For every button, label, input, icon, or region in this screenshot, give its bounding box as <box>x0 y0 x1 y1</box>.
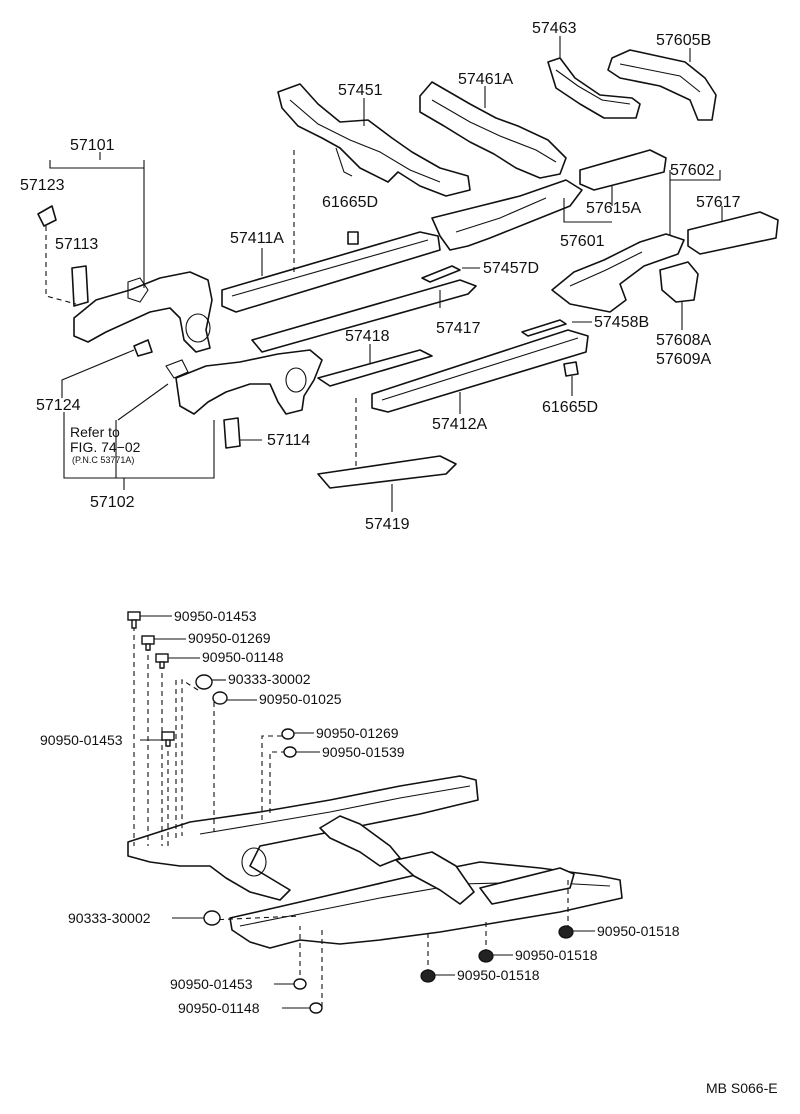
bolt-icon <box>283 746 297 758</box>
label-fastener-12: 90950-01518 <box>457 967 540 983</box>
label-57418: 57418 <box>345 328 390 345</box>
assembled-frame-drawing <box>127 775 623 949</box>
part-57412A-rail <box>371 329 589 413</box>
label-57609A: 57609A <box>656 351 711 368</box>
label-57412A: 57412A <box>432 416 487 433</box>
bolt-icon <box>161 731 175 747</box>
label-57124: 57124 <box>36 397 81 414</box>
grommet-icon <box>203 910 221 926</box>
part-57605B-bracket <box>607 49 717 121</box>
label-fastener-11: 90950-01518 <box>515 947 598 963</box>
grommet-icon <box>195 674 213 690</box>
label-57451: 57451 <box>338 82 383 99</box>
part-57417-reinforcement <box>251 279 477 353</box>
part-57114-plate <box>223 417 241 449</box>
part-57601-rear-member <box>431 179 583 251</box>
label-fastener-1: 90950-01453 <box>174 608 257 624</box>
label-57608A: 57608A <box>656 332 711 349</box>
bolt-icon <box>309 1002 323 1014</box>
label-57102: 57102 <box>90 494 135 511</box>
part-57411A-rail <box>221 231 441 313</box>
label-57101: 57101 <box>70 137 115 154</box>
label-57615A: 57615A <box>586 200 641 217</box>
part-57617-rail <box>687 211 779 255</box>
part-57113-plate <box>71 265 89 307</box>
label-fastener-4: 90333-30002 <box>228 671 311 687</box>
label-57113: 57113 <box>55 236 98 253</box>
part-57101-side-member <box>73 271 213 353</box>
nut-icon <box>420 969 436 983</box>
bolt-icon <box>212 691 228 705</box>
part-61665D-bottom-clip <box>563 361 579 377</box>
label-fastener-10: 90950-01518 <box>597 923 680 939</box>
reference-line-3: (P.N.C 53771A) <box>72 455 134 465</box>
label-fastener-8: 90950-01539 <box>322 744 405 760</box>
bolt-icon <box>141 635 155 651</box>
nut-icon <box>558 925 574 939</box>
label-61665D-top: 61665D <box>322 194 378 211</box>
label-57458B: 57458B <box>594 314 649 331</box>
bolt-icon <box>281 728 295 740</box>
part-57602-rear-member <box>551 233 685 313</box>
bolt-icon <box>293 978 307 990</box>
part-57451-crossmember <box>277 83 471 197</box>
label-57605B: 57605B <box>656 32 711 49</box>
part-57124-clip <box>133 339 153 357</box>
part-57418-plate <box>317 349 433 387</box>
label-57461A: 57461A <box>458 71 513 88</box>
footer-code: MB S066-E <box>706 1080 778 1096</box>
part-57463-rail <box>547 57 641 119</box>
label-57601: 57601 <box>560 233 605 250</box>
nut-icon <box>478 949 494 963</box>
label-fastener-5: 90950-01025 <box>259 691 342 707</box>
label-61665D-bottom: 61665D <box>542 399 598 416</box>
label-57419: 57419 <box>365 516 410 533</box>
reference-line-2: FIG. 74−02 <box>70 439 141 455</box>
label-fastener-7: 90950-01269 <box>316 725 399 741</box>
part-57102-side-member <box>165 349 323 415</box>
bolt-icon <box>155 653 169 669</box>
label-57417: 57417 <box>436 320 481 337</box>
label-57123: 57123 <box>20 177 65 194</box>
part-57608A-bracket <box>659 261 699 303</box>
reference-line-1: Refer to <box>70 424 120 440</box>
part-57457D-plate <box>421 265 461 283</box>
part-61665D-top-clip <box>347 231 359 245</box>
part-57458B-plate <box>521 319 567 337</box>
label-57411A: 57411A <box>230 230 284 247</box>
label-fastener-14: 90950-01148 <box>178 1000 260 1016</box>
label-57457D: 57457D <box>483 260 539 277</box>
bolt-icon <box>127 611 141 629</box>
label-fastener-6: 90950-01453 <box>40 732 123 748</box>
label-fastener-2: 90950-01269 <box>188 630 271 646</box>
label-fastener-3: 90950-01148 <box>202 649 284 665</box>
label-57114: 57114 <box>267 432 310 449</box>
label-57463: 57463 <box>532 20 577 37</box>
part-57461A-crossmember <box>419 81 567 179</box>
label-fastener-9: 90333-30002 <box>68 910 151 926</box>
label-57617: 57617 <box>696 194 741 211</box>
label-57602: 57602 <box>670 162 715 179</box>
part-57123-clip <box>37 205 57 227</box>
part-57419-plate <box>317 455 457 489</box>
label-fastener-13: 90950-01453 <box>170 976 253 992</box>
part-57615A-rail <box>579 149 667 191</box>
